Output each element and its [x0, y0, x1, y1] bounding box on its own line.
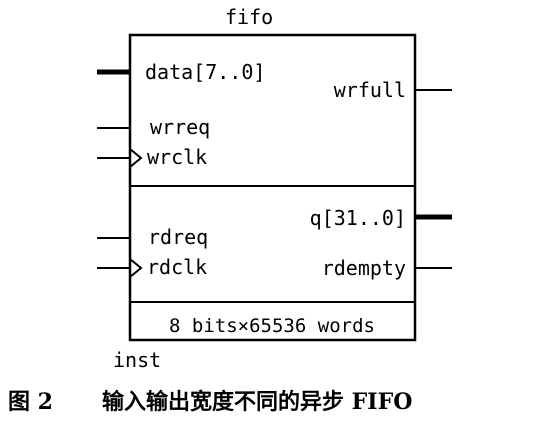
wrreq-port-label: wrreq	[150, 115, 210, 139]
wrclk-port-label: wrclk	[147, 145, 207, 169]
fifo-block-outline	[128, 33, 417, 342]
instance-name: inst	[113, 348, 161, 372]
rdempty-port-label: rdempty	[322, 256, 406, 280]
wrfull-port-label: wrfull	[334, 78, 406, 102]
figure-caption: 输入输出宽度不同的异步 FIFO	[102, 389, 412, 415]
symbol-title: fifo	[225, 5, 273, 29]
wrclk-clock-marker	[129, 148, 143, 168]
figure-number: 图 2	[8, 389, 53, 415]
q-port-label: q[31..0]	[310, 206, 406, 230]
data-port-label: data[7..0]	[145, 60, 265, 84]
capacity-label: 8 bits×65536 words	[169, 315, 375, 337]
rdreq-port-label: rdreq	[148, 225, 208, 249]
rdclk-port-label: rdclk	[147, 255, 207, 279]
rdclk-clock-marker	[129, 258, 143, 278]
